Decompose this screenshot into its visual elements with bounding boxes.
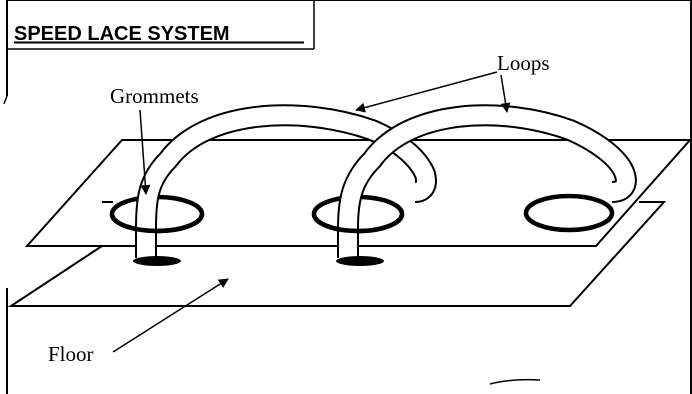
figure-frame: [3, 0, 692, 394]
stray-mark: [489, 378, 541, 385]
floor-label: Floor: [48, 342, 94, 366]
floor-leader-arrow: [112, 278, 229, 353]
grommets-label: Grommets: [110, 84, 199, 108]
grommet-ring-left-front: [109, 213, 205, 234]
loops-leader-arrow-1: [355, 71, 498, 113]
figure-title: SPEED LACE SYSTEM: [14, 23, 230, 45]
loops-leader-arrow-2: [500, 74, 511, 113]
floor-plane: [7, 201, 667, 307]
grommets-leader-arrow: [139, 109, 151, 195]
lace-end-middle: [336, 256, 384, 266]
grommet-ring-right: [523, 193, 615, 233]
loops-label: Loops: [497, 51, 550, 75]
title-box: SPEED LACE SYSTEM: [7, 0, 315, 50]
lace-end-left: [133, 256, 181, 266]
grommet-ring-middle-front: [311, 213, 405, 234]
lace-loop-right: [337, 104, 637, 258]
lace-loop-left: [135, 104, 437, 258]
